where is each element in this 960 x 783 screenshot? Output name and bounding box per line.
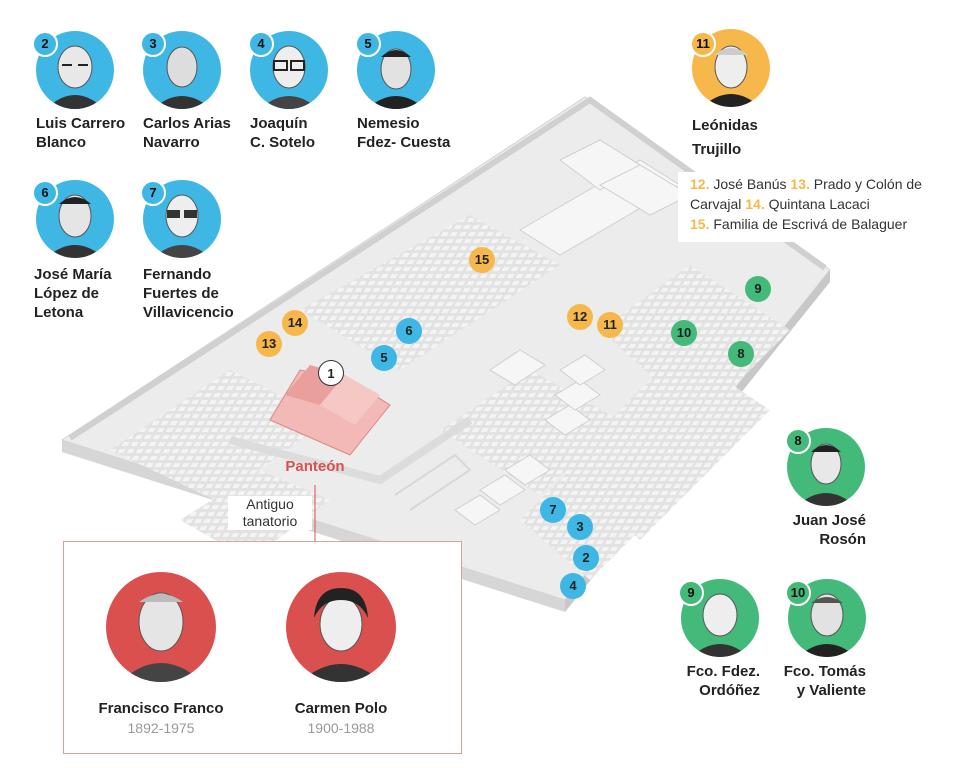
map-marker-3[interactable]: 3 [567, 514, 593, 540]
map-marker-7[interactable]: 7 [540, 497, 566, 523]
name-lopez-de-letona: José María López de Letona [34, 265, 112, 322]
face-icon [46, 194, 104, 258]
badge-11: 11 [690, 31, 716, 57]
badge-9: 9 [678, 580, 704, 606]
portrait-fuertes-de-villavicencio [143, 180, 221, 258]
map-marker-2[interactable]: 2 [573, 545, 599, 571]
tanatorio-label: Antiguo tanatorio [228, 496, 312, 530]
name-line: Joaquín [250, 115, 308, 132]
tanatorio-label-line1: Antiguo [246, 496, 294, 512]
badge-2: 2 [32, 31, 58, 57]
face-icon [798, 593, 856, 657]
face-icon [300, 588, 382, 682]
name-line: Ordóñez [699, 682, 760, 699]
map-marker-8[interactable]: 8 [728, 341, 754, 367]
name-carrero-blanco: Luis Carrero Blanco [36, 114, 125, 152]
name-fdez-ordonez: Fco. Fdez. Ordóñez [640, 662, 760, 700]
legend-yellow-graves: 12. José Banús 13. Prado y Colón de Carv… [678, 172, 958, 242]
map-marker-12[interactable]: 12 [567, 304, 593, 330]
face-icon [797, 443, 855, 506]
legend-num-12: 12. [690, 176, 710, 192]
face-icon [153, 46, 211, 109]
name-line: Blanco [36, 134, 87, 151]
name-line: Letona [34, 304, 84, 321]
name-fdez-cuesta: Nemesio Fdez- Cuesta [357, 114, 450, 152]
map-marker-4[interactable]: 4 [560, 573, 586, 599]
name-line: Juan José [792, 512, 866, 529]
name-line: Luis Carrero [36, 115, 126, 132]
graves-field-6 [560, 350, 770, 540]
name-carmen-polo: Carmen Polo [294, 700, 388, 717]
graves-field-1 [110, 370, 330, 500]
graves-field-2 [300, 215, 560, 370]
face-icon [120, 592, 202, 682]
name-line: y Valiente [796, 682, 866, 699]
legend-text-14: Quintana Lacaci [764, 196, 870, 212]
map-marker-15[interactable]: 15 [469, 247, 495, 273]
name-line: Fernando [143, 266, 212, 283]
name-line: Rosón [819, 531, 866, 548]
face-icon [46, 45, 104, 109]
face-icon [691, 593, 749, 657]
face-icon [702, 45, 760, 107]
graves-field-5 [600, 265, 790, 420]
badge-3: 3 [140, 31, 166, 57]
name-line: Fdez- Cuesta [357, 134, 451, 151]
map-marker-11[interactable]: 11 [597, 312, 623, 338]
legend-text-15: Familia de Escrivá de Balaguer [709, 216, 908, 232]
name-juan-jose-roson: Juan José Rosón [760, 511, 866, 549]
name-arias-navarro: Carlos Arias Navarro [143, 114, 231, 152]
name-line: Fuertes de [143, 285, 219, 302]
badge-8: 8 [785, 428, 811, 454]
face-icon [153, 194, 211, 258]
name-tomas-y-valiente: Fco. Tomás y Valiente [750, 662, 866, 700]
dates-carmen-polo: 1900-1988 [307, 720, 375, 736]
name-line: Nemesio [357, 115, 420, 132]
badge-6: 6 [32, 180, 58, 206]
legend-num-14: 14. [745, 196, 765, 212]
name-c-sotelo: Joaquín C. Sotelo [250, 114, 315, 152]
name-line: López de [34, 285, 100, 302]
badge-7: 7 [140, 180, 166, 206]
panteon-callout: Francisco Franco 1892-1975 Carmen Polo 1… [63, 541, 462, 754]
dates-francisco-franco: 1892-1975 [127, 720, 195, 736]
name-line: Fco. Fdez. [686, 663, 760, 680]
name-line: Fco. Tomás [783, 663, 866, 680]
name-line: Navarro [143, 134, 200, 151]
map-marker-6[interactable]: 6 [396, 318, 422, 344]
map-marker-1[interactable]: 1 [318, 360, 344, 386]
portrait-carmen-polo [286, 572, 396, 682]
map-marker-13[interactable]: 13 [256, 331, 282, 357]
map-marker-5[interactable]: 5 [371, 345, 397, 371]
name-leonidas-trujillo: Leónidas Trujillo [692, 114, 758, 162]
legend-text-13: Prado y Colón de Carvajal [690, 176, 922, 212]
name-line: Carlos Arias [143, 115, 231, 132]
portrait-francisco-franco [106, 572, 216, 682]
road-1 [228, 416, 473, 485]
map-marker-9[interactable]: 9 [745, 276, 771, 302]
face-icon [260, 45, 318, 109]
badge-4: 4 [248, 31, 274, 57]
name-line: C. Sotelo [250, 134, 316, 151]
name-line: Leónidas [692, 117, 758, 134]
legend-num-15: 15. [690, 216, 710, 232]
tanatorio-label-line2: tanatorio [242, 513, 298, 529]
legend-num-13: 13. [790, 176, 810, 192]
map-marker-10[interactable]: 10 [671, 320, 697, 346]
badge-10: 10 [785, 580, 811, 606]
name-fuertes-de-villavicencio: Fernando Fuertes de Villavicencio [143, 265, 234, 322]
panteon-label: Panteón [285, 458, 345, 475]
name-line: José María [34, 266, 112, 283]
face-icon [367, 48, 425, 109]
road-2 [394, 453, 472, 511]
portrait-fdez-cuesta [357, 31, 435, 109]
map-marker-14[interactable]: 14 [282, 310, 308, 336]
name-line: Trujillo [692, 141, 742, 158]
legend-text-12: José Banús [709, 176, 791, 192]
badge-5: 5 [355, 31, 381, 57]
name-line: Villavicencio [143, 304, 234, 321]
name-francisco-franco: Francisco Franco [98, 700, 224, 717]
